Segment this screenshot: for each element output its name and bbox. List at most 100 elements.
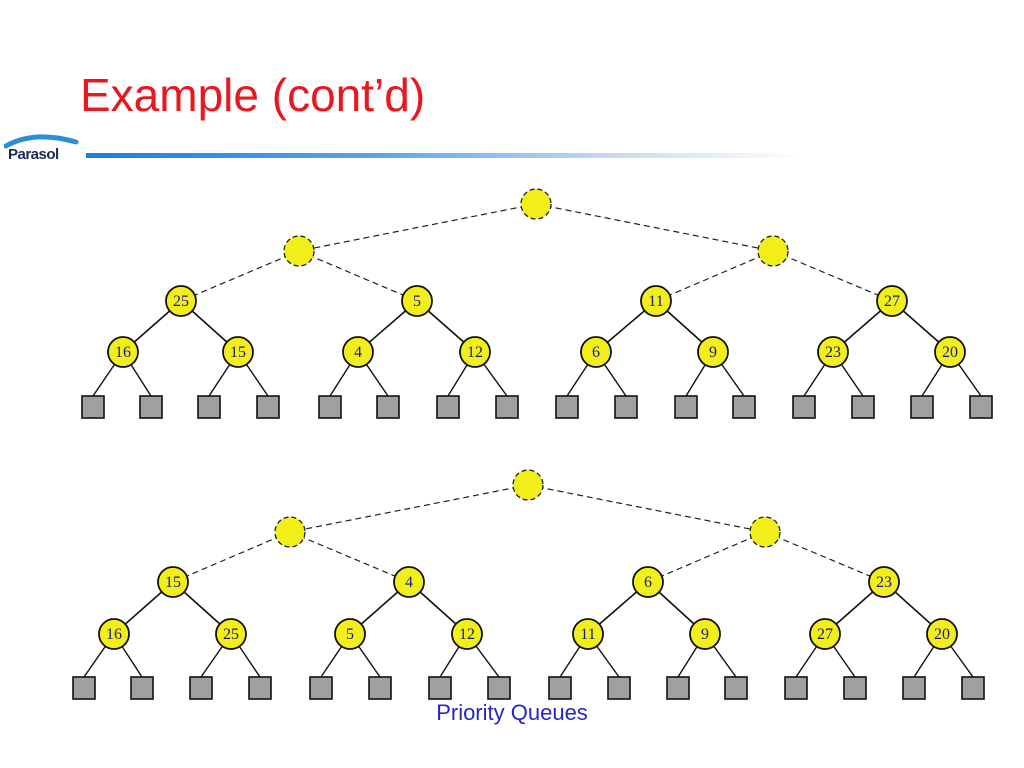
node-key: 9 bbox=[701, 626, 709, 643]
leaf-node bbox=[318, 395, 342, 419]
leaf-node bbox=[851, 395, 875, 419]
leaf-node bbox=[674, 395, 698, 419]
node-key: 4 bbox=[354, 344, 362, 361]
dashed-edge bbox=[527, 484, 766, 533]
heap-node bbox=[459, 336, 491, 368]
empty-node bbox=[757, 235, 789, 267]
heap-node bbox=[222, 336, 254, 368]
leaf-node bbox=[724, 676, 748, 700]
leaf-node bbox=[614, 395, 638, 419]
leaf-node bbox=[902, 676, 926, 700]
dashed-edge bbox=[535, 203, 774, 252]
node-key: 27 bbox=[884, 293, 900, 310]
leaf-node bbox=[72, 676, 96, 700]
heap-node bbox=[697, 336, 729, 368]
leaf-node bbox=[495, 395, 519, 419]
heap-node bbox=[868, 566, 900, 598]
leaf-node bbox=[81, 395, 105, 419]
dashed-edge bbox=[289, 531, 410, 583]
heap-node bbox=[632, 566, 664, 598]
leaf-node bbox=[548, 676, 572, 700]
leaf-node bbox=[428, 676, 452, 700]
heap-node bbox=[165, 285, 197, 317]
leaf-node bbox=[732, 395, 756, 419]
heap-node bbox=[342, 336, 374, 368]
leaf-node bbox=[843, 676, 867, 700]
dashed-edge bbox=[772, 250, 893, 302]
slide-title: Example (cont’d) bbox=[80, 69, 426, 121]
heap-node bbox=[572, 618, 604, 650]
node-key: 4 bbox=[405, 574, 413, 591]
leaf-node bbox=[961, 676, 985, 700]
node-key: 6 bbox=[592, 344, 600, 361]
dashed-edge bbox=[764, 531, 885, 583]
node-key: 15 bbox=[165, 574, 181, 591]
leaf-node bbox=[248, 676, 272, 700]
leaf-node bbox=[256, 395, 280, 419]
heap-node bbox=[876, 285, 908, 317]
heap-node bbox=[393, 566, 425, 598]
empty-node bbox=[512, 469, 544, 501]
leaf-node bbox=[139, 395, 163, 419]
leaf-node bbox=[368, 676, 392, 700]
leaf-node bbox=[376, 395, 400, 419]
heap-node bbox=[98, 618, 130, 650]
heap-node bbox=[689, 618, 721, 650]
dashed-edge bbox=[172, 531, 291, 583]
leaf-node bbox=[910, 395, 934, 419]
leaf-node bbox=[197, 395, 221, 419]
dashed-edge bbox=[298, 250, 418, 302]
dashed-edge bbox=[647, 531, 766, 583]
node-key: 25 bbox=[173, 293, 189, 310]
node-key: 20 bbox=[934, 626, 950, 643]
title-underline bbox=[86, 153, 802, 158]
node-key: 5 bbox=[413, 293, 421, 310]
node-key: 12 bbox=[459, 626, 475, 643]
heap-node bbox=[215, 618, 247, 650]
heap-node bbox=[640, 285, 672, 317]
node-key: 23 bbox=[825, 344, 841, 361]
heap-node bbox=[157, 566, 189, 598]
node-key: 16 bbox=[106, 626, 122, 643]
dashed-edge bbox=[298, 203, 537, 252]
dashed-edge bbox=[655, 250, 774, 302]
dashed-edge bbox=[289, 484, 529, 533]
node-key: 25 bbox=[223, 626, 239, 643]
node-key: 16 bbox=[115, 344, 131, 361]
heap-node bbox=[934, 336, 966, 368]
leaf-node bbox=[487, 676, 511, 700]
leaf-node bbox=[555, 395, 579, 419]
heap-node bbox=[926, 618, 958, 650]
footer-text: Priority Queues bbox=[436, 700, 588, 725]
leaf-node bbox=[436, 395, 460, 419]
node-key: 11 bbox=[580, 626, 595, 643]
heap-node bbox=[451, 618, 483, 650]
heap-node bbox=[107, 336, 139, 368]
node-key: 23 bbox=[876, 574, 892, 591]
node-key: 9 bbox=[709, 344, 717, 361]
node-key: 6 bbox=[644, 574, 652, 591]
node-key: 5 bbox=[346, 626, 354, 643]
dashed-edge bbox=[180, 250, 300, 302]
leaf-node bbox=[309, 676, 333, 700]
node-key: 15 bbox=[230, 344, 246, 361]
leaf-node bbox=[130, 676, 154, 700]
heap-node bbox=[334, 618, 366, 650]
leaf-node bbox=[607, 676, 631, 700]
empty-node bbox=[274, 516, 306, 548]
logo-text: Parasol bbox=[8, 146, 59, 163]
node-key: 20 bbox=[942, 344, 958, 361]
leaf-node bbox=[189, 676, 213, 700]
heap-node bbox=[809, 618, 841, 650]
heap-node bbox=[401, 285, 433, 317]
leaf-node bbox=[666, 676, 690, 700]
node-key: 12 bbox=[467, 344, 483, 361]
node-key: 11 bbox=[648, 293, 663, 310]
empty-node bbox=[749, 516, 781, 548]
leaf-node bbox=[784, 676, 808, 700]
empty-node bbox=[283, 235, 315, 267]
heap-node bbox=[580, 336, 612, 368]
